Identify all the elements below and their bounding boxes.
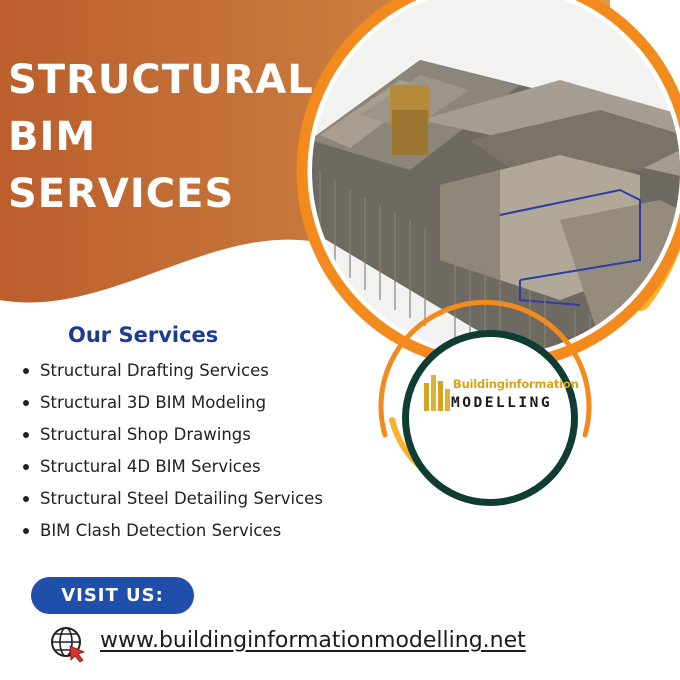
headline-line-2: BIM xyxy=(8,114,97,160)
bullet-icon xyxy=(23,464,29,470)
logo-top-text: Buildinginformation xyxy=(453,377,579,391)
service-item-label: Structural 4D BIM Services xyxy=(40,457,261,476)
orange-arc xyxy=(378,299,592,438)
service-item: BIM Clash Detection Services xyxy=(22,515,323,547)
bullet-icon xyxy=(23,368,29,374)
service-item-label: Structural Shop Drawings xyxy=(40,425,251,444)
headline: STRUCTURAL BIM SERVICES xyxy=(8,52,314,223)
service-item: Structural Steel Detailing Services xyxy=(22,483,323,515)
service-item-label: Structural Drafting Services xyxy=(40,361,269,380)
service-item: Structural 4D BIM Services xyxy=(22,451,323,483)
website-link[interactable]: www.buildinginformationmodelling.net xyxy=(100,628,526,653)
visit-us-button[interactable]: VISIT US: xyxy=(31,577,194,614)
bim-building-image xyxy=(312,0,680,355)
headline-line-3: SERVICES xyxy=(8,171,235,217)
service-item-label: BIM Clash Detection Services xyxy=(40,521,282,540)
bullet-icon xyxy=(23,528,29,534)
bullet-icon xyxy=(23,400,29,406)
service-item-label: Structural 3D BIM Modeling xyxy=(40,393,267,412)
bullet-icon xyxy=(23,432,29,438)
headline-line-1: STRUCTURAL xyxy=(8,57,314,103)
service-item: Structural Drafting Services xyxy=(22,355,323,387)
cursor-icon xyxy=(69,645,86,663)
company-logo: Buildinginformation MODELLING xyxy=(402,330,579,506)
logo-bottom-text: MODELLING xyxy=(451,395,553,411)
building-bars-icon xyxy=(424,375,450,411)
service-item: Structural 3D BIM Modeling xyxy=(22,387,323,419)
bullet-icon xyxy=(23,496,29,502)
service-item: Structural Shop Drawings xyxy=(22,419,323,451)
services-title: Our Services xyxy=(68,323,219,347)
services-list: Structural Drafting Services Structural … xyxy=(22,355,323,547)
globe-icon xyxy=(51,627,86,663)
service-item-label: Structural Steel Detailing Services xyxy=(40,489,323,508)
